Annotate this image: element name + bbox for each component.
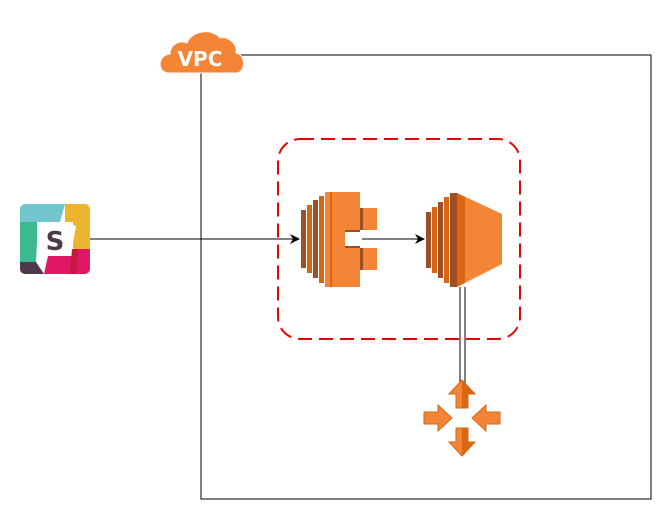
aws-vpc-nat-gateway-icon	[423, 379, 501, 457]
svg-text:S: S	[46, 227, 65, 257]
vpc-label: VPC	[178, 47, 223, 71]
slack-logo-icon: S	[20, 204, 90, 274]
aws-ec2-instance-icon	[426, 193, 502, 287]
vpc-cloud-icon: VPC	[159, 31, 244, 74]
edge-ec2-to-nat-gateway	[459, 287, 466, 385]
aws-elastic-load-balancing-icon	[301, 192, 377, 287]
vpc-boundary	[200, 54, 652, 500]
